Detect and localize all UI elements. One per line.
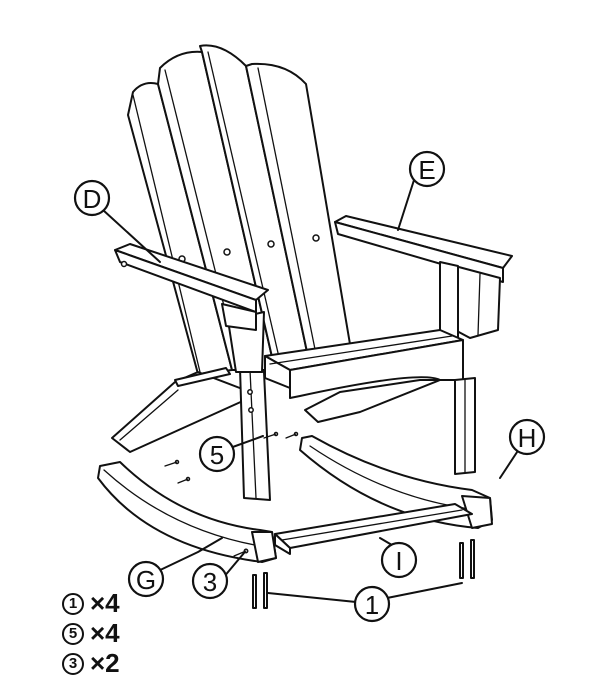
- screws-five: [164, 431, 299, 484]
- screw-three: [233, 548, 249, 557]
- armrest-e: [334, 215, 513, 361]
- legend-item-three: 3 ×2: [62, 648, 120, 679]
- legend-number: 1: [62, 592, 84, 615]
- svg-text:3: 3: [203, 567, 217, 597]
- seat-frame: [264, 329, 464, 399]
- legend-item-five: 5 ×4: [62, 618, 120, 649]
- crossbar-i: [274, 503, 473, 555]
- inner-bracket: [304, 379, 441, 423]
- legend-number: 5: [62, 622, 84, 645]
- legend-quantity: ×2: [90, 648, 120, 678]
- svg-text:1: 1: [365, 590, 379, 620]
- rear-legs: [454, 377, 476, 475]
- bolts-one: [252, 539, 475, 609]
- callout-three: 3: [191, 562, 229, 600]
- callout-five: 5: [198, 435, 236, 473]
- svg-text:H: H: [518, 423, 537, 453]
- slat-screws: [178, 234, 320, 263]
- callout-d: D: [73, 179, 111, 217]
- callout-one: 1: [353, 585, 391, 623]
- svg-text:5: 5: [210, 440, 224, 470]
- legend-quantity: ×4: [90, 618, 120, 648]
- svg-text:E: E: [418, 155, 435, 185]
- legend-quantity: ×4: [90, 588, 120, 618]
- legend-item-one: 1 ×4: [62, 588, 120, 619]
- leader-lines: [102, 179, 526, 603]
- svg-text:I: I: [395, 546, 402, 576]
- callout-g: G: [127, 560, 165, 598]
- callout-i: I: [380, 541, 418, 579]
- rocker-g: [97, 461, 277, 563]
- back-slats: [127, 44, 353, 375]
- callout-e: E: [408, 150, 446, 188]
- armrest-d: [114, 243, 269, 331]
- legend-number: 3: [62, 652, 84, 675]
- svg-text:G: G: [136, 565, 156, 595]
- svg-text:D: D: [83, 184, 102, 214]
- front-leg-near: [239, 367, 271, 501]
- callout-h: H: [508, 418, 546, 456]
